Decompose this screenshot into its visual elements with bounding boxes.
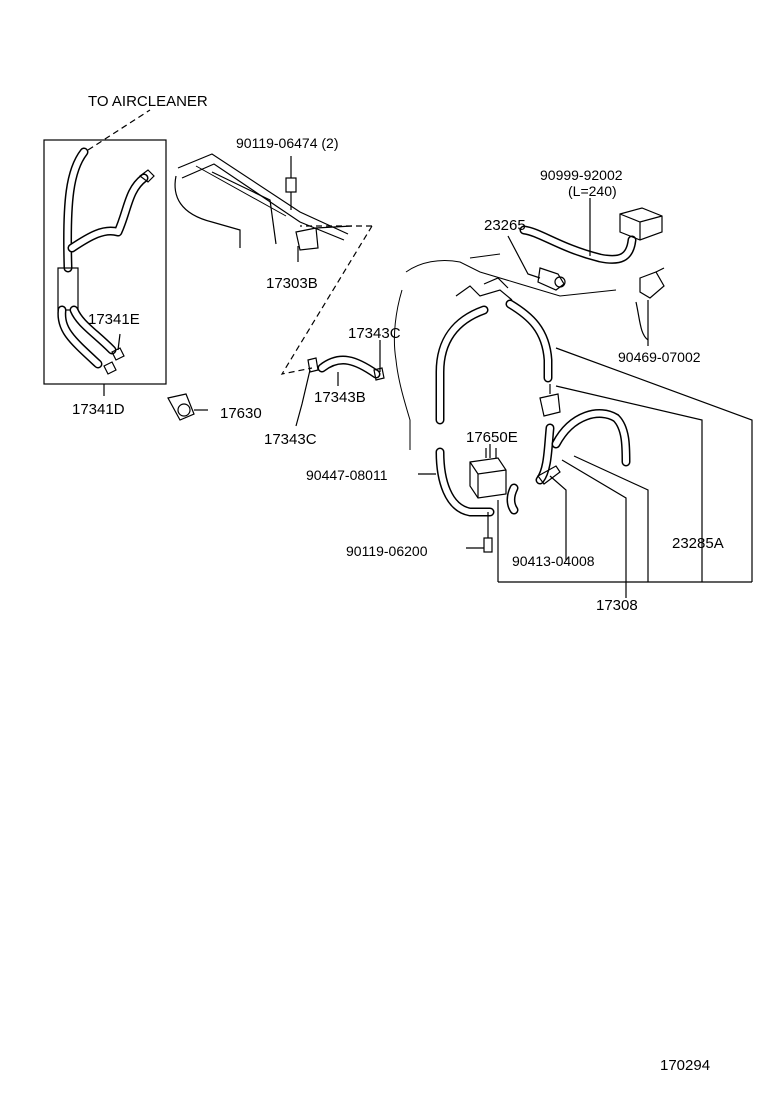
label-length: (L=240): [568, 183, 617, 199]
label-90469-07002: 90469-07002: [618, 349, 701, 365]
label-17308: 17308: [596, 597, 638, 614]
vacuum-hoses-17308: [435, 299, 631, 553]
label-23285a: 23285A: [672, 535, 724, 552]
label-23265: 23265: [484, 217, 526, 234]
label-90413-04008: 90413-04008: [512, 553, 595, 569]
label-17341d: 17341D: [72, 401, 125, 418]
hose-17343b: [307, 355, 385, 381]
hose-assembly-17341d: [43, 139, 167, 385]
figure-number: 170294: [660, 1057, 710, 1074]
label-90119-06200: 90119-06200: [346, 543, 428, 559]
label-17343b: 17343B: [314, 389, 366, 406]
label-to-aircleaner: TO AIRCLEANER: [88, 93, 208, 110]
label-90119-06474: 90119-06474 (2): [236, 135, 338, 151]
label-17343c-bottom: 17343C: [264, 431, 317, 448]
leader-lines: [103, 156, 753, 598]
label-17341e: 17341E: [88, 311, 140, 328]
label-90999-92002: 90999-92002: [540, 167, 623, 183]
intake-pipe-assembly: [174, 153, 353, 251]
engine-outline: [393, 253, 617, 450]
aircleaner-leader: [87, 109, 151, 151]
valve-17630: [167, 393, 204, 421]
label-17343c-top: 17343C: [348, 325, 401, 342]
label-90447-08011: 90447-08011: [306, 467, 388, 483]
dashed-link-lines: [280, 225, 373, 375]
hose-90999-92002: [519, 207, 665, 299]
label-17650e: 17650E: [466, 429, 518, 446]
label-17630: 17630: [220, 405, 262, 422]
label-17303b: 17303B: [266, 275, 318, 292]
